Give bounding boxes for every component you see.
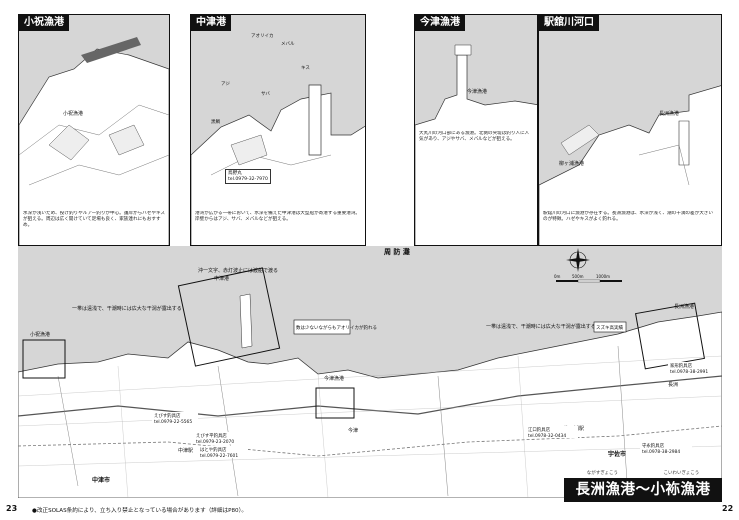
inset-yakata-label: 柳ヶ浦漁港 xyxy=(559,160,584,167)
annotation: 長洲漁港 xyxy=(674,303,694,310)
shop-tel: tel.0979-22-5565 xyxy=(154,419,192,425)
title-ruby-part: こいわいぎょこう xyxy=(663,471,700,476)
inset-nakatsu-fish-label: アジ xyxy=(221,81,230,87)
inset-nakatsu-fish-label: メバル xyxy=(281,41,295,47)
inset-yakata-label: 長洲漁港 xyxy=(659,110,679,117)
place-label: 今津 xyxy=(348,427,358,434)
shop-name: 江口釣具店 xyxy=(528,426,551,433)
inset-koiwai-label: 小祝漁港 xyxy=(63,110,83,117)
annotation: 一帯は遠浅で、干潮時には広大な干潟が露出する xyxy=(486,323,596,330)
annotation: 中津港 xyxy=(214,275,229,282)
shop-name: はとや釣具店 xyxy=(200,446,227,453)
shop-name: 家形釣具店 xyxy=(670,362,693,369)
annotation: 一帯は遠浅で、干潮時には広大な干潟が露出する xyxy=(72,305,182,312)
inset-nakatsu-shop: 鳥野丸 tel.0979-32-7970 xyxy=(225,169,271,185)
inset-yakata: 長洲漁港 柳ヶ浦漁港 駅舘川河口 駅舘川の河口に漁港が存在する。長洲漁港は、水深… xyxy=(538,14,722,246)
shop-name: えびす釣具店 xyxy=(154,412,181,419)
inset-nakatsu-fish-label: サバ xyxy=(261,91,270,97)
scale-label: 1000m xyxy=(596,274,610,279)
shop-name: 守永釣具店 xyxy=(642,442,665,449)
inset-nakatsu-fish-label: キス xyxy=(301,65,310,71)
annotation: 小祝漁港 xyxy=(30,331,50,338)
inset-yakata-title: 駅舘川河口 xyxy=(539,15,599,31)
inset-nakatsu: アオリイカ メバル アジ サバ 黒鯛 キス 中津港 鳥野丸 tel.0979-3… xyxy=(190,14,366,246)
annotation: 今津漁港 xyxy=(324,375,344,382)
inset-nakatsu-title: 中津港 xyxy=(191,15,231,31)
footnote: ●改正SOLAS条約により、立ち入り禁止となっている場合があります（詳細はP80… xyxy=(32,508,247,514)
compass: N xyxy=(566,246,590,272)
page-title: 長洲漁港〜小袮漁港 xyxy=(564,478,722,502)
inset-imazu: 今津漁港 今津漁港 大丸川の河口部にある漁港。北側の突堤は釣り人に人気があり、ア… xyxy=(414,14,538,246)
shop-tel: tel.0978-32-0434 xyxy=(528,433,566,439)
shop-tel: tel.0979-23-2070 xyxy=(196,439,234,445)
page-number-left: 23 xyxy=(6,504,18,513)
shop-name: えびす平釣具店 xyxy=(196,432,227,439)
place-label: 中津駅 xyxy=(178,447,193,454)
inset-nakatsu-desc: 港湾が広がる一帯において、水深を備えた中津港は大型船が寄港する重要港湾。岸壁から… xyxy=(195,211,361,243)
place-label: 長洲 xyxy=(668,382,678,388)
annotation: 沖一文字、赤灯波止には渡船で渡る xyxy=(198,267,278,274)
inset-imazu-label: 今津漁港 xyxy=(467,88,487,95)
page-number-right: 22 xyxy=(722,504,734,513)
scale-label: 500m xyxy=(572,274,584,279)
inset-koiwai: 小祝漁港 小祝漁港 水深が浅いため、投げ釣りやルアー釣りが中心。護岸からハゼやキ… xyxy=(18,14,170,246)
shop-tel: tel.0978-38-2984 xyxy=(642,449,680,455)
place-label: 宇佐市 xyxy=(608,450,626,458)
shop-tel: tel.0979-22-7601 xyxy=(200,453,238,459)
title-ruby: ながすぎょこう こいわいぎょこう xyxy=(564,470,722,476)
main-map: 周 防 灘 N 0m 500m 1000m 沖一文字、赤灯波止には渡船で渡る 中… xyxy=(18,246,722,498)
compass-label: N xyxy=(576,246,580,248)
inset-imazu-title: 今津漁港 xyxy=(415,15,465,31)
scale-label: 0m xyxy=(554,274,561,279)
inset-koiwai-title: 小祝漁港 xyxy=(19,15,69,31)
inset-nakatsu-fish-label: アオリイカ xyxy=(251,33,274,39)
inset-nakatsu-map: アオリイカ メバル アジ サバ 黒鯛 キス xyxy=(191,33,365,245)
sea-label: 周 防 灘 xyxy=(384,247,410,256)
scale-bar: 0m 500m 1000m xyxy=(554,274,622,283)
annotation: スズキ高実績 xyxy=(596,324,623,331)
annotation: 数は少ないながらもアオリイカが釣れる xyxy=(296,324,377,331)
inset-yakata-desc: 駅舘川の河口に漁港が存在する。長洲漁港は、水深が浅く、潮の干満の差が大きいのが特… xyxy=(543,211,717,243)
shop-tel: tel.0978-38-2991 xyxy=(670,369,708,375)
inset-koiwai-desc: 水深が浅いため、投げ釣りやルアー釣りが中心。護岸からハゼやキスが狙える。周辺は広… xyxy=(23,211,165,243)
place-label: 中津市 xyxy=(92,476,110,484)
shop-tel: tel.0979-32-7970 xyxy=(228,176,268,182)
inset-yakata-map: 長洲漁港 柳ヶ浦漁港 xyxy=(539,85,721,245)
inset-imazu-desc: 大丸川の河口部にある漁港。北側の突堤は釣り人に人気があり、アジやサバ、メバルなど… xyxy=(419,131,533,161)
title-ruby-part: ながすぎょこう xyxy=(586,471,619,476)
inset-nakatsu-fish-label: 黒鯛 xyxy=(211,118,220,125)
shop-name: 鳥野丸 xyxy=(228,171,242,176)
inset-koiwai-map: 小祝漁港 xyxy=(19,37,169,245)
